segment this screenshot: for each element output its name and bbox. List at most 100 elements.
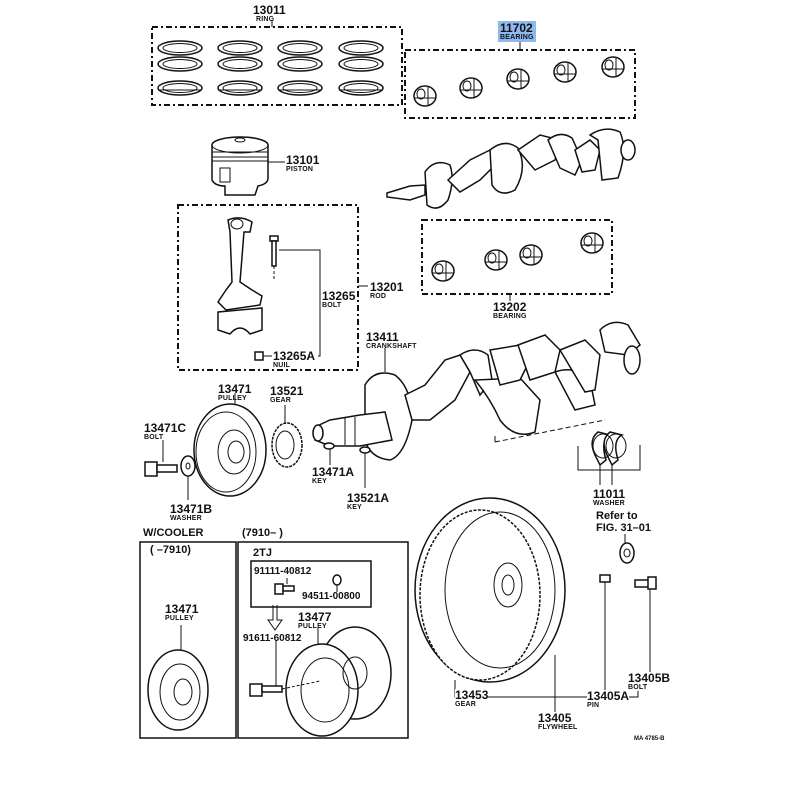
label-pulley-bolt[interactable]: 13471C BOLT xyxy=(144,422,186,441)
bearing-shell-icon xyxy=(601,56,625,78)
piston-ring-icon xyxy=(217,40,263,56)
ring-set-group xyxy=(151,20,403,106)
cooler-2tj-subbox xyxy=(250,560,372,608)
part-number: 13453 xyxy=(455,688,489,702)
cooler-pulley-bolt-part[interactable]: 91611-60812 xyxy=(243,633,302,644)
label-pulley[interactable]: 13471 PULLEY xyxy=(218,383,251,402)
part-number: 13521 xyxy=(270,384,304,398)
crankshaft-small-icon xyxy=(386,128,636,209)
label-rod-nut[interactable]: 13265A NUIL xyxy=(273,350,315,369)
bearing-shell-icon xyxy=(553,61,577,83)
piston-ring-icon xyxy=(338,80,384,96)
bearing-shell-icon xyxy=(431,260,455,282)
part-name: ROD xyxy=(370,293,387,300)
cooler-washer-part[interactable]: 94511-00800 xyxy=(302,591,361,602)
piston-ring-icon xyxy=(157,56,203,72)
piston-ring-icon xyxy=(157,40,203,56)
bearing-shell-icon xyxy=(484,249,508,271)
cooler-washer-icon xyxy=(332,574,342,592)
label-pulley-2tj[interactable]: 13477 PULLEY xyxy=(298,611,331,630)
part-number: 13471B xyxy=(170,502,213,516)
cooler-pulley-bolt-icon xyxy=(249,640,321,697)
part-number: 13411 xyxy=(366,330,399,344)
part-name: BOLT xyxy=(144,434,164,441)
part-number: 13521A xyxy=(347,491,390,505)
part-name: GEAR xyxy=(270,397,292,404)
part-number: 13101 xyxy=(286,153,320,167)
label-rod-bolt[interactable]: 13265 BOLT xyxy=(322,290,355,309)
main-bearing-group xyxy=(404,42,636,119)
label-flywheel-bolt[interactable]: 13405B BOLT xyxy=(628,671,671,691)
part-number: 13405B xyxy=(628,671,671,685)
pulley-2tj-icon xyxy=(285,626,392,737)
cooler-range-new: (7910– ) xyxy=(242,527,283,539)
flywheel-bolt-icon xyxy=(634,576,657,672)
label-main-bearing-highlighted[interactable]: 11702 BEARING xyxy=(498,21,536,42)
rod-bolt-leader xyxy=(279,249,321,357)
rod-group xyxy=(177,204,368,371)
label-ring[interactable]: 13011 RING xyxy=(253,4,286,23)
part-number: 13405 xyxy=(538,711,572,725)
rod-nut-icon xyxy=(254,351,264,361)
label-crankshaft[interactable]: 13411 CRANKSHAFT xyxy=(366,331,417,350)
ring-icons xyxy=(157,40,384,96)
pulley-bolt-icon xyxy=(144,440,178,477)
bearing-shell-icon xyxy=(413,85,437,107)
part-name: NUIL xyxy=(273,362,291,369)
part-name: KEY xyxy=(347,504,362,511)
part-name: RING xyxy=(256,16,275,23)
rod-bolt-icon xyxy=(269,235,279,280)
part-number: 11011 xyxy=(593,487,626,501)
part-name: PISTON xyxy=(286,166,314,173)
label-flywheel-pin[interactable]: 13405A PIN xyxy=(587,689,630,709)
part-name: BEARING xyxy=(500,34,534,41)
bearing-shell-icon xyxy=(459,77,483,99)
part-name: KEY xyxy=(312,478,327,485)
label-flywheel[interactable]: 13405 FLYWHEEL xyxy=(538,712,577,731)
refer-to-text: Refer to xyxy=(596,510,638,522)
piston-ring-icon xyxy=(338,40,384,56)
bearing-shell-icon xyxy=(580,232,604,254)
part-number: 13011 xyxy=(253,3,286,17)
label-rod[interactable]: 13201 ROD xyxy=(370,281,403,300)
cooler-bolt-icon xyxy=(274,578,295,595)
rod-box xyxy=(177,204,359,371)
label-piston[interactable]: 13101 PISTON xyxy=(286,154,319,173)
part-number: 11702 xyxy=(500,21,534,35)
label-pulley-washer[interactable]: 13471B WASHER xyxy=(170,503,212,522)
label-pulley-key[interactable]: 13471A KEY xyxy=(312,466,354,485)
label-cooler-pulley[interactable]: 13471 PULLEY xyxy=(165,603,198,622)
piston-icon xyxy=(211,136,285,196)
part-number: 13471 xyxy=(218,382,252,396)
cooler-new-box xyxy=(237,541,409,739)
key-icons xyxy=(323,442,371,488)
piston-ring-icon xyxy=(277,56,323,72)
rod-bearing-box xyxy=(421,219,613,295)
figure-code: MA 4785-B xyxy=(634,736,665,742)
refer-to-figure-link[interactable]: FIG. 31–01 xyxy=(596,522,652,534)
thrust-washer-icon xyxy=(577,431,641,485)
part-name: PULLEY xyxy=(298,623,327,630)
pilot-bearing-icon xyxy=(619,534,635,564)
gear-icon xyxy=(271,405,303,468)
cooler-range-old: ( –7910) xyxy=(150,544,191,556)
part-name: GEAR xyxy=(455,701,477,708)
part-number: 13405A xyxy=(587,689,630,703)
label-gear-key[interactable]: 13521A KEY xyxy=(347,492,389,511)
part-name: BEARING xyxy=(493,313,527,320)
arrow-down-icon xyxy=(267,605,283,631)
bearing-shell-icon xyxy=(506,68,530,90)
label-rod-bearing[interactable]: 13202 BEARING xyxy=(493,301,527,320)
rod-bearing-group xyxy=(421,219,613,301)
part-number: 13202 xyxy=(493,300,527,314)
cooler-bolt-part[interactable]: 91111-40812 xyxy=(254,566,312,577)
label-flywheel-gear[interactable]: 13453 GEAR xyxy=(455,688,489,708)
label-thrust-washer[interactable]: 11011 WASHER xyxy=(593,488,625,507)
piston-ring-icon xyxy=(217,56,263,72)
label-gear[interactable]: 13521 GEAR xyxy=(270,385,303,404)
cooler-engine-label: 2TJ xyxy=(253,547,272,559)
piston-ring-icon xyxy=(217,80,263,96)
piston-ring-icon xyxy=(277,80,323,96)
connecting-rod-icon xyxy=(217,217,264,361)
